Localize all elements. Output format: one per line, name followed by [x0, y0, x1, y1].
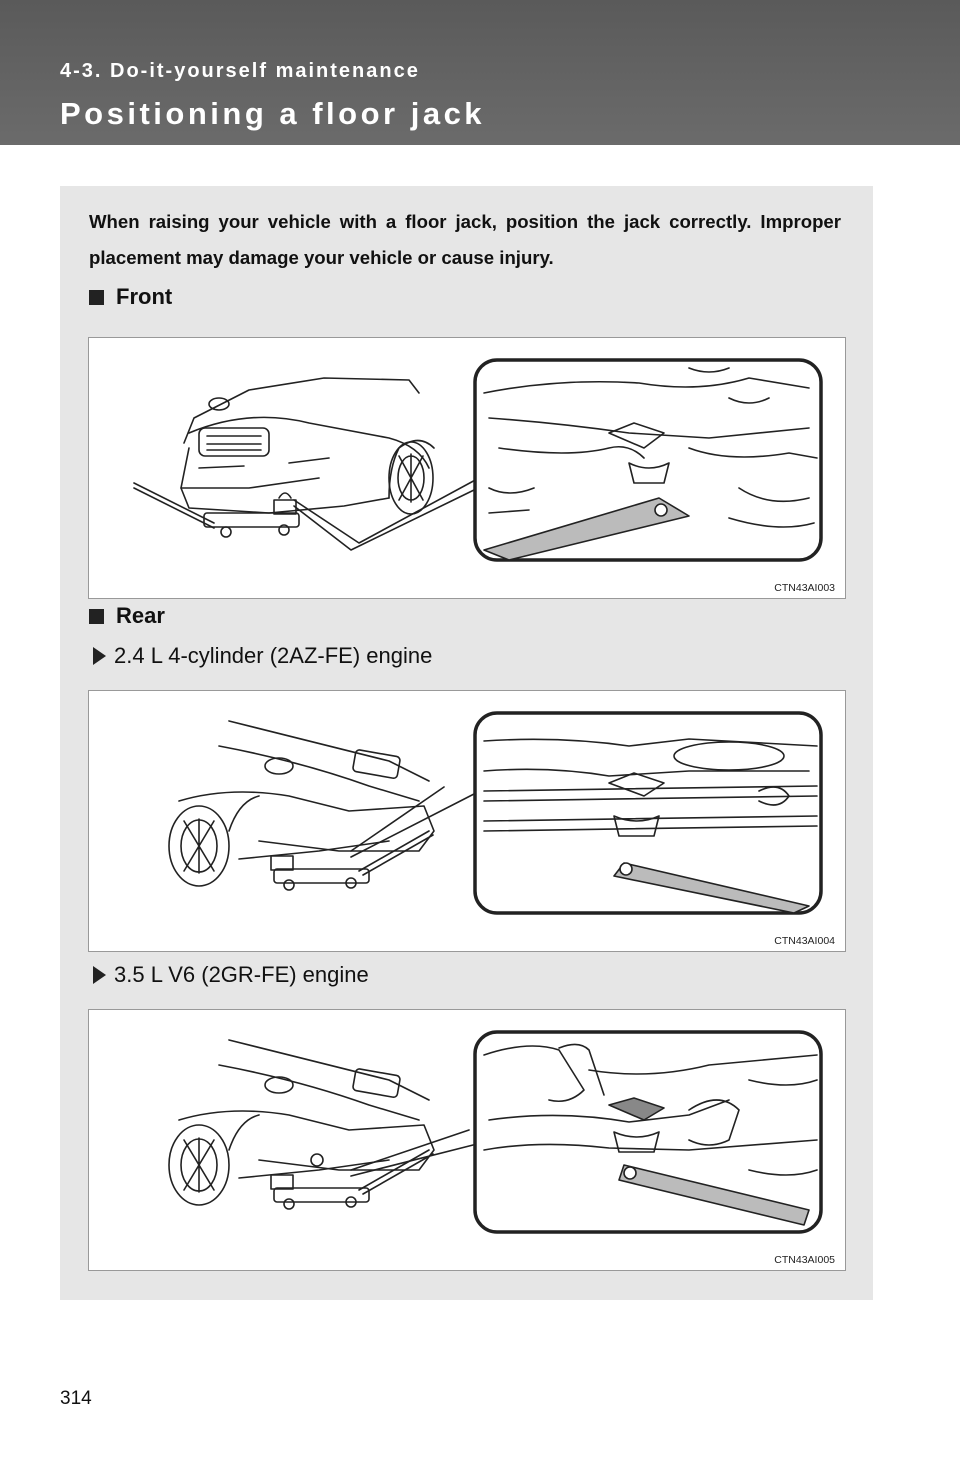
rear-jack-illustration-b — [168, 1030, 823, 1234]
front-heading: Front — [89, 284, 172, 310]
rear-figure-b-code: CTN43AI005 — [774, 1254, 835, 1266]
rear-jack-figure-b: CTN43AI005 — [88, 1009, 846, 1271]
rear-figure-a-code: CTN43AI004 — [774, 935, 835, 947]
engine-b-label: 3.5 L V6 (2GR-FE) engine — [93, 962, 369, 988]
triangle-bullet-icon — [93, 966, 106, 984]
section-label: 4-3. Do-it-yourself maintenance — [60, 60, 420, 82]
header-band — [0, 0, 960, 145]
rear-jack-figure-a: CTN43AI004 — [88, 690, 846, 952]
front-jack-illustration — [133, 358, 823, 562]
engine-b-label-text: 3.5 L V6 (2GR-FE) engine — [114, 962, 369, 987]
page-number: 314 — [60, 1388, 92, 1409]
rear-heading: Rear — [89, 603, 165, 629]
rear-heading-label: Rear — [116, 603, 165, 628]
rear-jack-illustration-a — [168, 711, 823, 915]
front-heading-label: Front — [116, 284, 173, 309]
engine-a-label-text: 2.4 L 4-cylinder (2AZ-FE) engine — [114, 643, 433, 668]
front-figure-code: CTN43AI003 — [774, 582, 835, 594]
front-jack-figure: CTN43AI003 — [88, 337, 846, 599]
square-bullet-icon — [89, 608, 104, 624]
square-bullet-icon — [89, 289, 104, 305]
intro-text: When raising your vehicle with a floor j… — [89, 211, 841, 268]
triangle-bullet-icon — [93, 647, 106, 665]
engine-a-label: 2.4 L 4-cylinder (2AZ-FE) engine — [93, 643, 432, 669]
page-title: Positioning a floor jack — [60, 96, 486, 131]
